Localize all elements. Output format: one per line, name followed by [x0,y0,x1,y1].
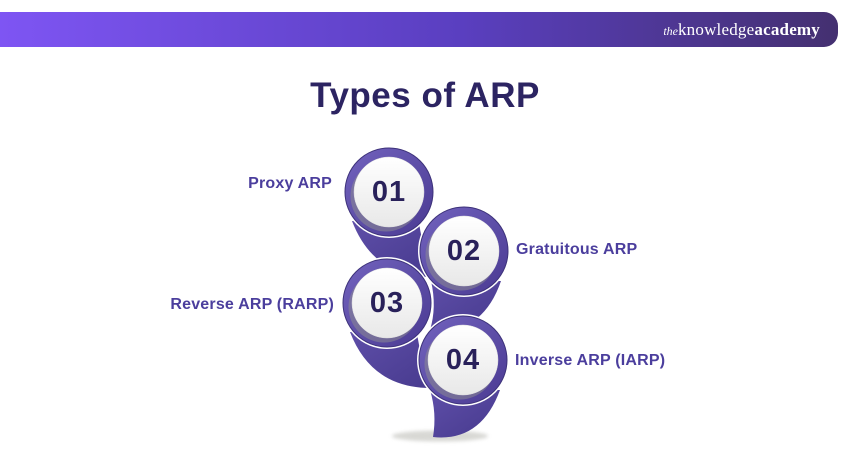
brand-logo: theknowledgeacademy [663,12,820,47]
page-title: Types of ARP [310,76,540,115]
label-inverse-arp: Inverse ARP (IARP) [515,352,666,369]
label-gratuitous-arp: Gratuitous ARP [516,241,638,258]
pin-03-shape [341,257,433,389]
logo-the: the [663,24,678,38]
pin-number-03: 03 [369,287,405,319]
pin-01-shape [343,146,435,278]
logo-knowledge: knowledge [677,20,755,39]
label-reverse-arp: Reverse ARP (RARP) [170,296,334,313]
label-proxy-arp: Proxy ARP [248,175,332,192]
pin-number-01: 01 [371,176,407,208]
pin-04-shape [417,314,509,438]
pin-number-02: 02 [446,235,482,267]
header-bar: theknowledgeacademy [0,12,838,47]
logo-academy: academy [754,20,820,39]
pin-number-04: 04 [445,344,481,376]
